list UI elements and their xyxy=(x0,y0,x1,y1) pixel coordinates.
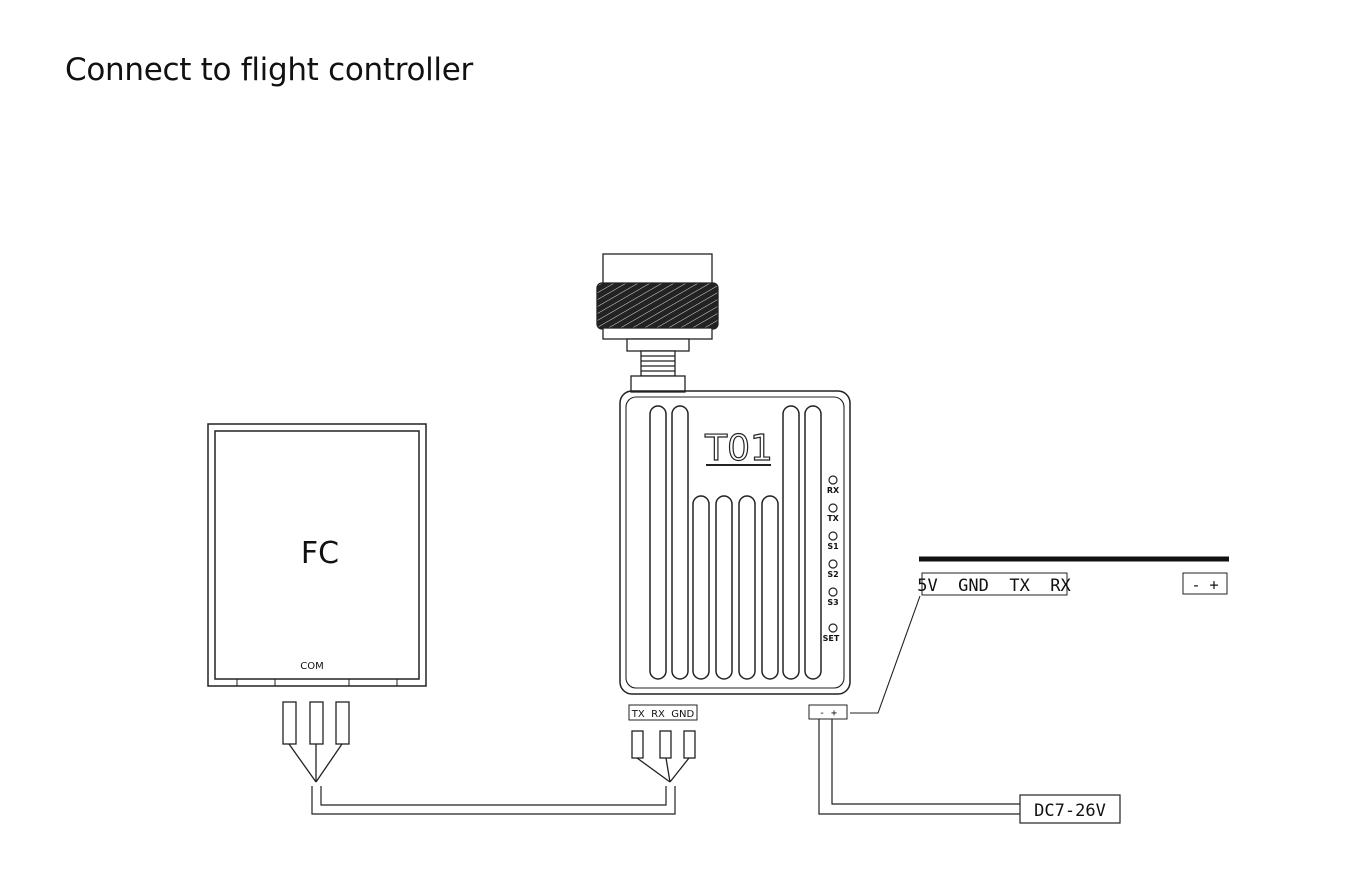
indicator-label-tx: TX xyxy=(827,514,839,523)
module-power-port-box xyxy=(808,704,848,720)
fc-pin-header xyxy=(282,701,350,783)
antenna-connector xyxy=(596,253,719,393)
flight-controller xyxy=(207,423,427,687)
module-model-label: T01 xyxy=(704,428,773,469)
detail-leader-line xyxy=(850,595,921,714)
connector-pins-box xyxy=(921,572,1068,596)
module-power-pins-label: - + xyxy=(819,708,837,719)
indicator-label-s1: S1 xyxy=(827,542,839,551)
page-title: Connect to flight controller xyxy=(65,52,473,88)
connector-pins-label: 5V GND TX RX xyxy=(917,576,1071,596)
indicator-label-s2: S2 xyxy=(827,570,838,579)
connector-power-box xyxy=(1182,572,1228,595)
module-serial-pins-label: TX RX GND xyxy=(631,709,695,720)
connector-power-label: - + xyxy=(1191,576,1218,594)
indicator-leds xyxy=(828,475,838,633)
power-supply-box xyxy=(1019,794,1121,824)
module-serial-port-box xyxy=(628,704,698,721)
com-port-label: COM xyxy=(300,661,323,672)
indicator-label-rx: RX xyxy=(827,486,840,495)
power-supply-label: DC7-26V xyxy=(1034,801,1106,821)
t01-module xyxy=(619,390,851,695)
power-cable xyxy=(818,719,1020,815)
module-serial-pin-header xyxy=(631,730,696,783)
serial-cable xyxy=(311,786,676,815)
fc-label: FC xyxy=(301,536,339,571)
indicator-label-s3: S3 xyxy=(827,598,838,607)
indicator-label-set: SET xyxy=(823,634,840,643)
